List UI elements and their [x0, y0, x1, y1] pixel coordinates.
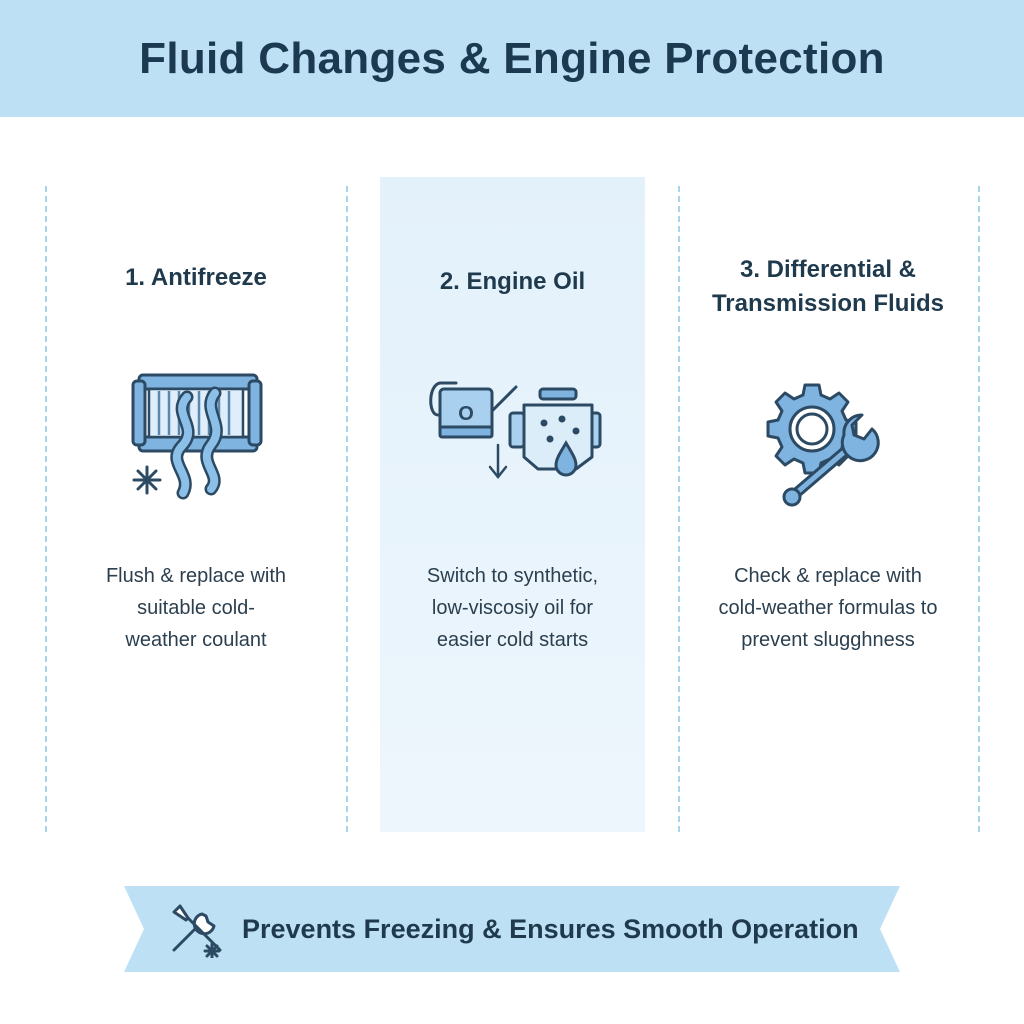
column-description: Flush & replace with suitable cold- weat… — [47, 560, 345, 656]
description-line: easier cold starts — [436, 629, 589, 651]
description-line: cold-weather formulas to — [718, 597, 938, 619]
column-title-line: Transmission Fluids — [711, 290, 945, 317]
column-title: 2. Engine Oil — [380, 265, 645, 299]
description-line: weather coulant — [125, 629, 267, 651]
oil-can-engine-icon: O — [429, 381, 602, 480]
description-line: prevent slugghness — [741, 629, 915, 651]
column-divider — [346, 186, 348, 832]
column-divider — [978, 186, 980, 832]
summary-banner: Prevents Freezing & Ensures Smooth Opera… — [124, 886, 900, 972]
column-title-line: 1. Antifreeze — [125, 264, 267, 291]
gear-wrench-icon — [766, 383, 880, 507]
page-title: Fluid Changes & Engine Protection — [139, 33, 885, 83]
column-title-line: 2. Engine Oil — [439, 268, 586, 295]
highlight-panel — [380, 177, 645, 832]
description-line: Check & replace with — [734, 565, 922, 587]
column-description: Check & replace with cold-weather formul… — [680, 560, 976, 656]
column-title: 3. Differential & Transmission Fluids — [680, 253, 976, 321]
tools-snowflake-icon — [172, 904, 222, 958]
column-engine-oil: 2. Engine Oil O Switch to synthetic, — [380, 177, 645, 832]
column-differential-transmission: 3. Differential & Transmission Fluids Ch… — [680, 177, 976, 832]
column-description: Switch to synthetic, low-viscosiy oil fo… — [380, 560, 645, 656]
header: Fluid Changes & Engine Protection — [0, 0, 1024, 117]
column-title: 1. Antifreeze — [47, 261, 345, 295]
column-title-line: 3. Differential & — [739, 256, 917, 283]
column-divider — [678, 186, 680, 832]
banner-ribbon — [124, 886, 900, 972]
description-line: low-viscosiy oil for — [431, 597, 594, 619]
banner-text: Prevents Freezing & Ensures Smooth Opera… — [242, 913, 859, 944]
radiator-coolant-icon — [131, 373, 263, 500]
description-line: Switch to synthetic, — [426, 565, 599, 587]
column-divider — [45, 186, 47, 832]
column-antifreeze: 1. Antifreeze F — [47, 177, 345, 832]
oil-can-label: O — [458, 403, 474, 425]
description-line: Flush & replace with — [105, 565, 287, 587]
description-line: suitable cold- — [137, 597, 255, 619]
